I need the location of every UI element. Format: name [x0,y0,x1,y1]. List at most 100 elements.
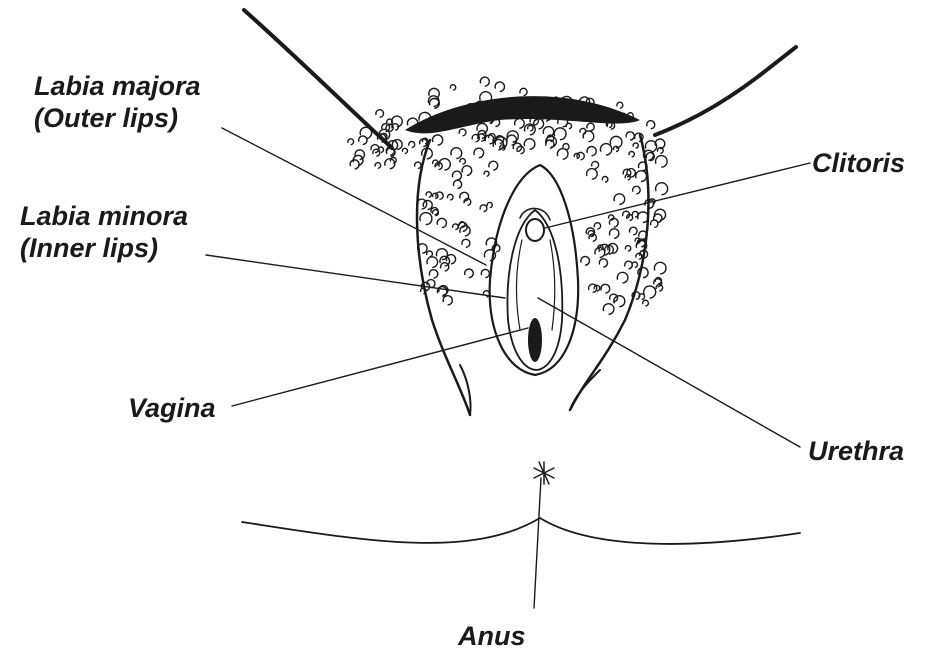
hair-curl [581,257,590,266]
hair-curl [643,300,649,306]
hair-curl [447,194,453,200]
hair-curl [350,160,359,169]
label-anus: Anus [458,620,526,652]
hair-curl [427,257,438,268]
hair-curl [485,135,494,144]
label-labia-minora-line1: Labia minora [20,200,188,232]
hair-curl [601,284,610,293]
hair-curl [489,134,496,141]
leader-urethra [538,298,800,447]
hair-curl [654,262,666,274]
hair-curl [460,159,466,165]
hair-curl [566,123,571,128]
hair-curl [656,156,668,168]
hair-curl [625,246,630,251]
inner-fold-left [516,240,522,330]
hair-curl [592,162,599,169]
outer-contour-right [570,135,648,410]
hair-curl [656,183,668,195]
label-clitoris: Clitoris [812,147,905,179]
hair-curl [420,139,428,147]
leader-labia-minora [206,255,505,298]
hair-curl [614,194,625,205]
hair-curl [481,269,489,277]
hair-curl [636,171,647,182]
label-labia-minora: Labia minora (Inner lips) [20,200,188,264]
hair-curl [580,128,586,134]
hair-curl [441,263,449,271]
label-labia-majora-line2: (Outer lips) [34,102,201,134]
hair-curl [600,144,611,155]
hair-curl [375,163,381,169]
hair-curl [427,251,433,257]
hair-curl [594,223,600,229]
hair-curl [602,177,608,183]
hair-curl [474,148,484,158]
hair-curl [402,148,407,153]
hair-curl [647,121,655,129]
hair-curl [599,259,607,267]
hair-curl [429,270,437,278]
hair-curl [617,102,623,108]
hair-curl [638,212,649,223]
hair-curl [636,253,642,259]
hair-curl [613,146,618,151]
hair-curl [487,202,492,207]
hair-curl [520,88,527,95]
hair-curl [465,269,474,278]
hair-curl [359,136,367,144]
leader-clitoris [545,163,810,228]
hair-curl [625,261,633,269]
buttocks-line [242,518,800,544]
hair-curl [453,224,459,230]
label-labia-majora: Labia majora (Outer lips) [34,70,201,134]
hair-curl [557,149,568,160]
hair-curl [617,272,628,283]
hair-curl [462,239,470,247]
hair-curl [644,286,656,298]
hair-curl [432,135,442,145]
leader-labia-majora [222,128,486,265]
hair-curl [629,227,637,235]
clitoris-shape [526,219,544,241]
hair-curl [629,152,634,157]
hair-curl [626,132,634,140]
hair-curl [443,296,452,305]
hair-curl [495,82,504,91]
vaginal-opening [528,318,542,362]
hair-curl [426,192,431,197]
label-vagina: Vagina [128,392,216,424]
hair-curl [437,218,446,227]
hair-curl [453,180,461,188]
hair-curl [609,229,618,238]
hair-curl [446,255,455,264]
hair-curl [633,143,638,148]
hair-curl [415,162,421,168]
label-urethra: Urethra [808,435,904,467]
hair-curl [609,218,618,227]
hair-curl [524,139,535,150]
label-labia-majora-line1: Labia majora [34,70,201,102]
hair-curl [651,220,658,227]
leader-anus [534,478,541,608]
hair-curl [489,161,498,170]
hair-curl [480,205,487,212]
hair-curl [528,125,533,130]
hair-curl [554,128,566,140]
hair-curl [587,147,596,156]
hair-curl [480,77,489,86]
hair-curl [515,119,525,129]
hair-curl [587,169,598,180]
hair-curl [656,284,663,291]
hair-curl [583,131,594,142]
hair-curl [409,142,415,148]
hair-curl [452,171,461,180]
hair-curl [451,148,462,159]
inner-fold-right [550,240,555,330]
hair-curl [420,213,432,225]
hair-curl [633,186,641,194]
left-thigh-line [244,10,392,148]
anus-mark [534,462,554,484]
hair-curl [587,123,594,130]
